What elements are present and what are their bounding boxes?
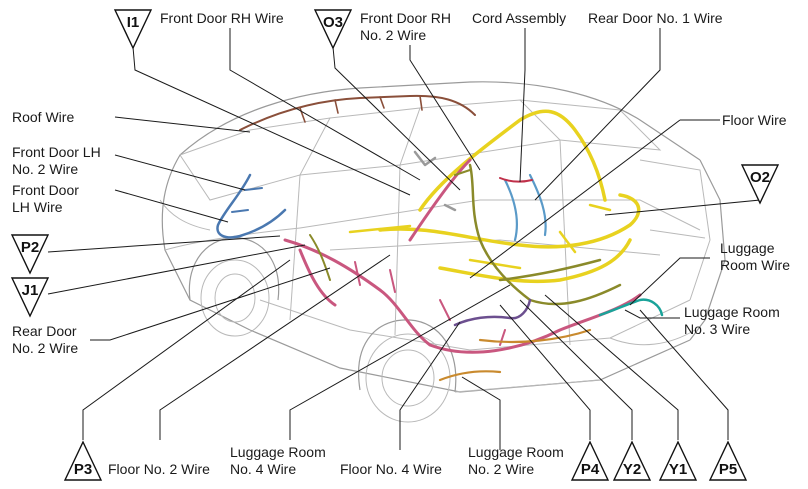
connector-o3: O3 bbox=[313, 9, 353, 50]
connector-o2: O2 bbox=[740, 164, 780, 205]
label-floor-wire: Floor Wire bbox=[722, 112, 787, 128]
luggage-room-wire-harness bbox=[468, 163, 622, 306]
label-front-door-rh-no2-line2: No. 2 Wire bbox=[360, 27, 426, 43]
connector-p4: P4 bbox=[570, 440, 610, 481]
label-roof-wire: Roof Wire bbox=[12, 109, 74, 125]
connector-j1: J1 bbox=[10, 277, 50, 318]
part-labels: Front Door RH Wire Front Door RH No. 2 W… bbox=[12, 10, 790, 477]
label-floor-no4-wire: Floor No. 4 Wire bbox=[340, 461, 442, 477]
label-front-door-lh-no2-line1: Front Door LH bbox=[12, 144, 101, 160]
connector-o3-label: O3 bbox=[323, 14, 343, 31]
connector-y2-label: Y2 bbox=[623, 461, 641, 478]
connector-j1-label: J1 bbox=[22, 282, 39, 299]
vehicle-outline bbox=[159, 81, 726, 423]
connector-p2-label: P2 bbox=[21, 239, 39, 256]
connector-p5-label: P5 bbox=[719, 461, 737, 478]
label-front-door-lh-line1: Front Door bbox=[12, 182, 79, 198]
floor-no2-wire-harness bbox=[283, 158, 642, 354]
connector-i1-label: I1 bbox=[127, 14, 140, 31]
connector-y1: Y1 bbox=[658, 440, 698, 481]
label-luggage-room-wire-line1: Luggage bbox=[720, 240, 775, 256]
cord-assembly-harness bbox=[499, 177, 533, 183]
floor-wire-harness bbox=[378, 109, 641, 284]
luggage-room-no2-wire-harness bbox=[438, 328, 592, 382]
label-front-door-rh-wire: Front Door RH Wire bbox=[160, 10, 284, 26]
label-luggage-room-no3-line1: Luggage Room bbox=[684, 304, 780, 320]
label-cord-assembly: Cord Assembly bbox=[472, 10, 566, 26]
luggage-room-no3-wire-harness bbox=[598, 298, 664, 317]
connector-p4-label: P4 bbox=[581, 461, 600, 478]
label-front-door-lh-line2: LH Wire bbox=[12, 199, 63, 215]
connector-y2: Y2 bbox=[612, 440, 652, 481]
connector-p3-label: P3 bbox=[74, 461, 92, 478]
label-rear-door-no2-line1: Rear Door bbox=[12, 323, 77, 339]
wiring-harnesses bbox=[216, 94, 664, 382]
label-luggage-room-no2-line2: No. 2 Wire bbox=[468, 461, 534, 477]
connector-i1: I1 bbox=[113, 9, 153, 50]
label-rear-door-no1-wire: Rear Door No. 1 Wire bbox=[588, 10, 723, 26]
luggage-room-no4-wire-harness bbox=[453, 298, 532, 327]
roof-wire-harness bbox=[239, 94, 476, 131]
label-luggage-room-wire-line2: Room Wire bbox=[720, 257, 790, 273]
connector-p5: P5 bbox=[708, 440, 748, 481]
leader-lines bbox=[47, 28, 761, 450]
front-door-lh-wire-harness bbox=[216, 173, 287, 239]
label-rear-door-no2-line2: No. 2 Wire bbox=[12, 340, 78, 356]
label-luggage-room-no4-line1: Luggage Room bbox=[230, 444, 326, 460]
connector-p3: P3 bbox=[63, 440, 103, 481]
label-luggage-room-no3-line2: No. 3 Wire bbox=[684, 321, 750, 337]
label-luggage-room-no2-line1: Luggage Room bbox=[468, 444, 564, 460]
label-floor-no2-wire: Floor No. 2 Wire bbox=[108, 461, 210, 477]
connector-o2-label: O2 bbox=[750, 169, 770, 186]
connector-y1-label: Y1 bbox=[669, 461, 687, 478]
connector-p2: P2 bbox=[10, 234, 50, 275]
label-front-door-lh-no2-line2: No. 2 Wire bbox=[12, 161, 78, 177]
connector-badges: I1 O3 O2 P2 J1 P3 P4 Y2 bbox=[10, 9, 780, 481]
rear-door-no1-wire-harness bbox=[503, 173, 547, 242]
label-luggage-room-no4-line2: No. 4 Wire bbox=[230, 461, 296, 477]
label-front-door-rh-no2-line1: Front Door RH bbox=[360, 10, 451, 26]
